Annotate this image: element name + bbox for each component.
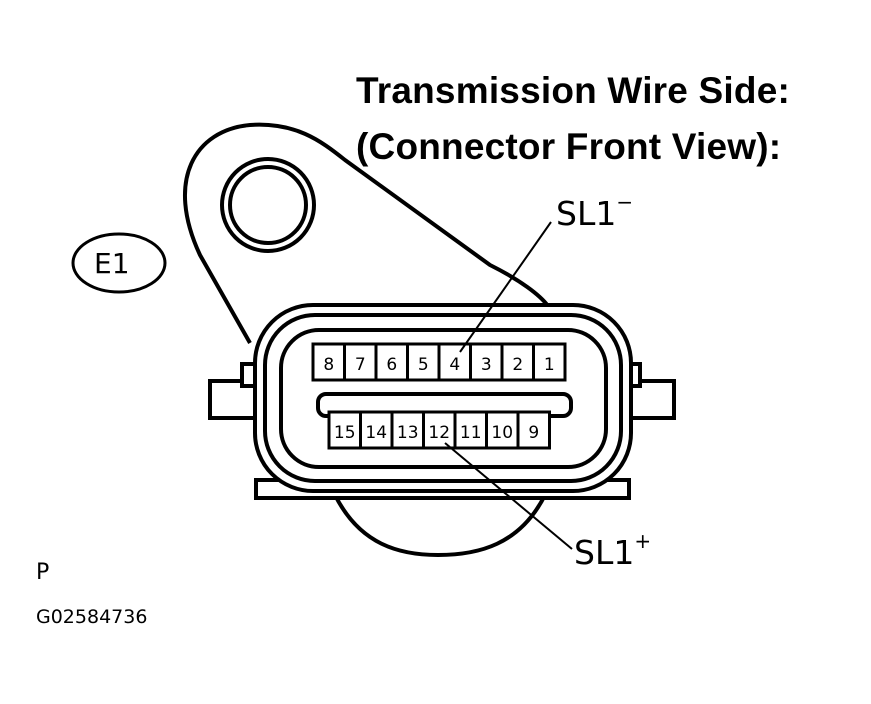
pin-cell-3 [469, 342, 504, 382]
pin-label-6: 6 [386, 355, 397, 375]
pin-9: 9 [516, 410, 551, 450]
pin-cell-11 [453, 410, 488, 450]
callout-sl1-plus-name: SL1 [574, 533, 635, 572]
pin-6: 6 [374, 342, 409, 382]
pin-cell-5 [406, 342, 441, 382]
pin-label-7: 7 [355, 355, 366, 375]
callout-sl1-plus-sign: + [634, 529, 652, 553]
pin-2: 2 [500, 342, 535, 382]
connector-id-label: E1 [94, 247, 130, 280]
pin-label-4: 4 [449, 355, 460, 375]
pin-12: 12 [422, 410, 457, 450]
pin-1: 1 [532, 342, 567, 382]
pin-cell-2 [500, 342, 535, 382]
figure-id: G02584736 [36, 606, 148, 628]
connector-id-ellipse [71, 232, 167, 294]
pin-label-5: 5 [418, 355, 429, 375]
bolt-hole-outer [220, 157, 316, 253]
callout-sl1-plus: SL1+ [574, 529, 651, 572]
pin-label-9: 9 [528, 423, 539, 443]
page-code: P [36, 560, 50, 585]
pin-11: 11 [453, 410, 488, 450]
pin-label-12: 12 [428, 423, 450, 443]
pin-14: 14 [359, 410, 394, 450]
leader-line-sl1-plus [444, 442, 573, 550]
mounting-bracket [183, 122, 550, 344]
leader-line-sl1-minus [459, 221, 552, 353]
pin-4: 4 [437, 342, 472, 382]
pin-label-2: 2 [512, 355, 523, 375]
pin-label-3: 3 [481, 355, 492, 375]
pin-row-bottom: 15 14 13 12 11 10 9 [327, 410, 551, 450]
callout-sl1-minus-sign: − [616, 190, 634, 214]
pin-7: 7 [343, 342, 378, 382]
pin-cell-15 [327, 410, 362, 450]
pin-cell-4 [437, 342, 472, 382]
pin-label-11: 11 [460, 423, 482, 443]
pin-cell-9 [516, 410, 551, 450]
pin-3: 3 [469, 342, 504, 382]
callout-sl1-minus-name: SL1 [556, 194, 617, 233]
connector-base-round [333, 494, 547, 557]
pin-13: 13 [390, 410, 425, 450]
diagram-title-line2: (Connector Front View): [356, 126, 782, 167]
pin-10: 10 [485, 410, 520, 450]
pin-label-14: 14 [365, 423, 387, 443]
pin-8: 8 [311, 342, 346, 382]
pin-label-13: 13 [397, 423, 419, 443]
pin-cell-1 [532, 342, 567, 382]
pin-15: 15 [327, 410, 362, 450]
pin-label-10: 10 [491, 423, 513, 443]
bolt-hole-inner [228, 165, 308, 245]
pin-5: 5 [406, 342, 441, 382]
pin-cell-8 [311, 342, 346, 382]
diagram-title-line1: Transmission Wire Side: [356, 70, 791, 111]
pin-cell-10 [485, 410, 520, 450]
callout-sl1-minus: SL1− [556, 190, 633, 233]
pin-label-8: 8 [323, 355, 334, 375]
pin-label-15: 15 [334, 423, 356, 443]
pin-label-1: 1 [544, 355, 555, 375]
